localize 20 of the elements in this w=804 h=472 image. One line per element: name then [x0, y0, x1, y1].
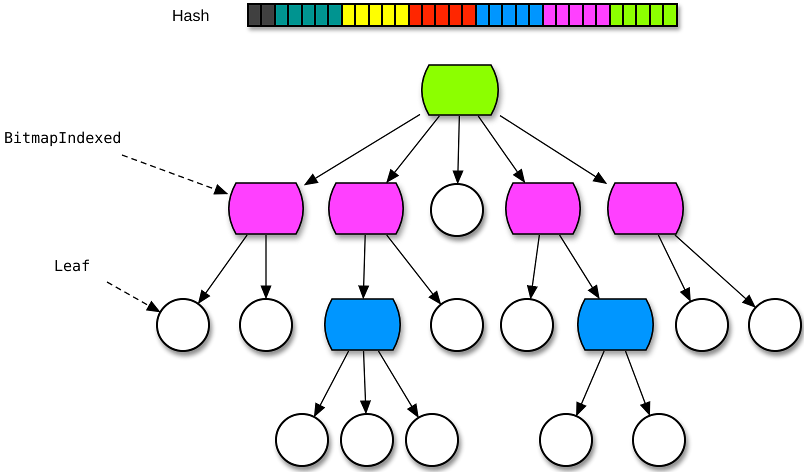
- node-label: Leaf: [54, 256, 90, 277]
- arrow: [526, 234, 540, 300]
- arrow: [478, 116, 526, 184]
- arrow: [452, 116, 464, 184]
- arrow: [358, 234, 370, 300]
- arrow: [386, 234, 442, 305]
- arrow: [500, 115, 608, 184]
- arrow: [304, 114, 420, 186]
- arrow: [198, 234, 248, 304]
- arrow: [314, 350, 350, 418]
- arrow: [378, 350, 419, 418]
- arrow: [559, 234, 600, 300]
- leader-line: [106, 281, 161, 312]
- arrow: [360, 350, 372, 414]
- leader-line: [122, 154, 228, 195]
- node-label: BitmapIndexed: [4, 128, 122, 149]
- arrow: [674, 234, 756, 308]
- hash-label: Hash: [172, 7, 210, 27]
- arrow: [260, 235, 272, 300]
- arrow: [386, 116, 440, 184]
